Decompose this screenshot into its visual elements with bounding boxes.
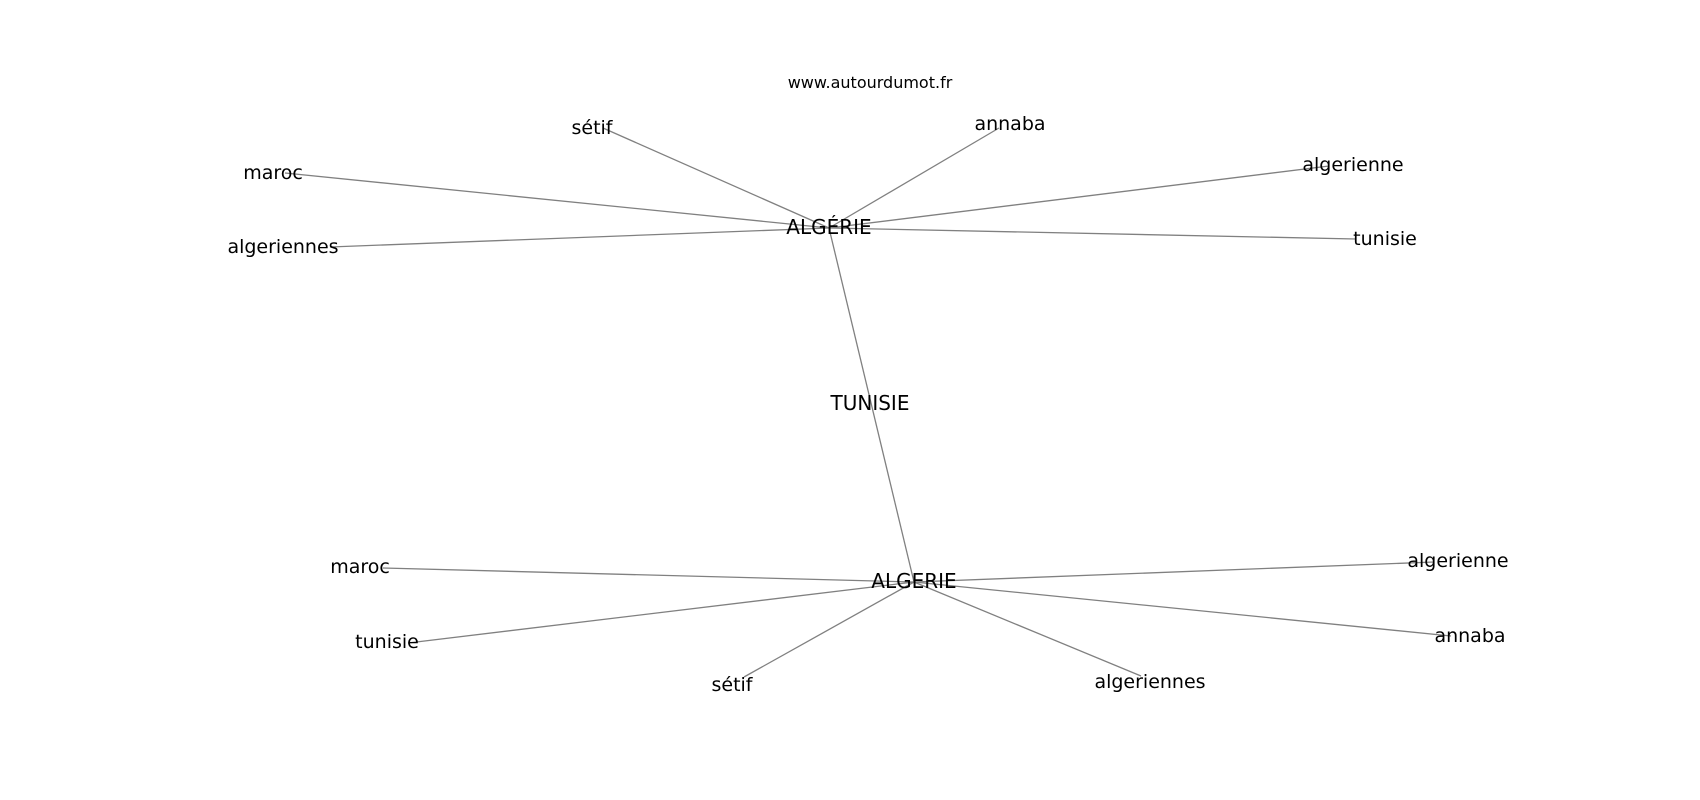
edge-hub_algerie_accent-a_setif — [602, 127, 830, 229]
node-b-tunisie: tunisie — [355, 631, 419, 653]
node-b-annaba: annaba — [1434, 625, 1505, 647]
node-b-algeriennes: algeriennes — [1094, 671, 1205, 693]
edge-hub_algerie-b_algerienne — [913, 561, 1435, 583]
node-hub-algerie-accent: ALGÉRIE — [786, 215, 871, 239]
node-hub-algerie: ALGERIE — [871, 569, 956, 593]
edge-hub_algerie-b_maroc — [382, 567, 915, 583]
edge-hub_algerie_accent-a_annaba — [828, 127, 1000, 229]
edge-hub_algerie-b_algeriennes — [913, 581, 1142, 677]
node-a-annaba: annaba — [974, 113, 1045, 135]
edge-hub_algerie-b_tunisie — [407, 581, 915, 644]
edges-layer — [284, 127, 1452, 678]
nodes-layer: TUNISIE ALGÉRIE sétif annaba maroc algerienne… — [227, 113, 1508, 696]
edge-hub_algerie-b_annaba — [913, 581, 1452, 637]
watermark-text: www.autourdumot.fr — [788, 73, 953, 92]
edge-hub_algerie_accent-hub_algerie — [828, 227, 915, 583]
node-a-algeriennes: algeriennes — [227, 236, 338, 258]
edge-hub_algerie_accent-a_algeriennes — [329, 227, 830, 248]
node-a-setif: sétif — [571, 117, 613, 139]
edge-hub_algerie-b_setif — [743, 581, 915, 678]
node-a-maroc: maroc — [243, 162, 303, 184]
edge-hub_algerie_accent-a_algerienne — [828, 165, 1330, 229]
edge-hub_algerie_accent-a_maroc — [284, 172, 830, 229]
node-b-setif: sétif — [711, 674, 753, 696]
node-b-maroc: maroc — [330, 556, 390, 578]
node-a-algerienne: algerienne — [1302, 154, 1403, 176]
node-b-algerienne: algerienne — [1407, 550, 1508, 572]
edge-hub_algerie_accent-a_tunisie — [828, 227, 1357, 240]
node-a-tunisie: tunisie — [1353, 228, 1417, 250]
node-center-tunisie: TUNISIE — [830, 391, 910, 415]
